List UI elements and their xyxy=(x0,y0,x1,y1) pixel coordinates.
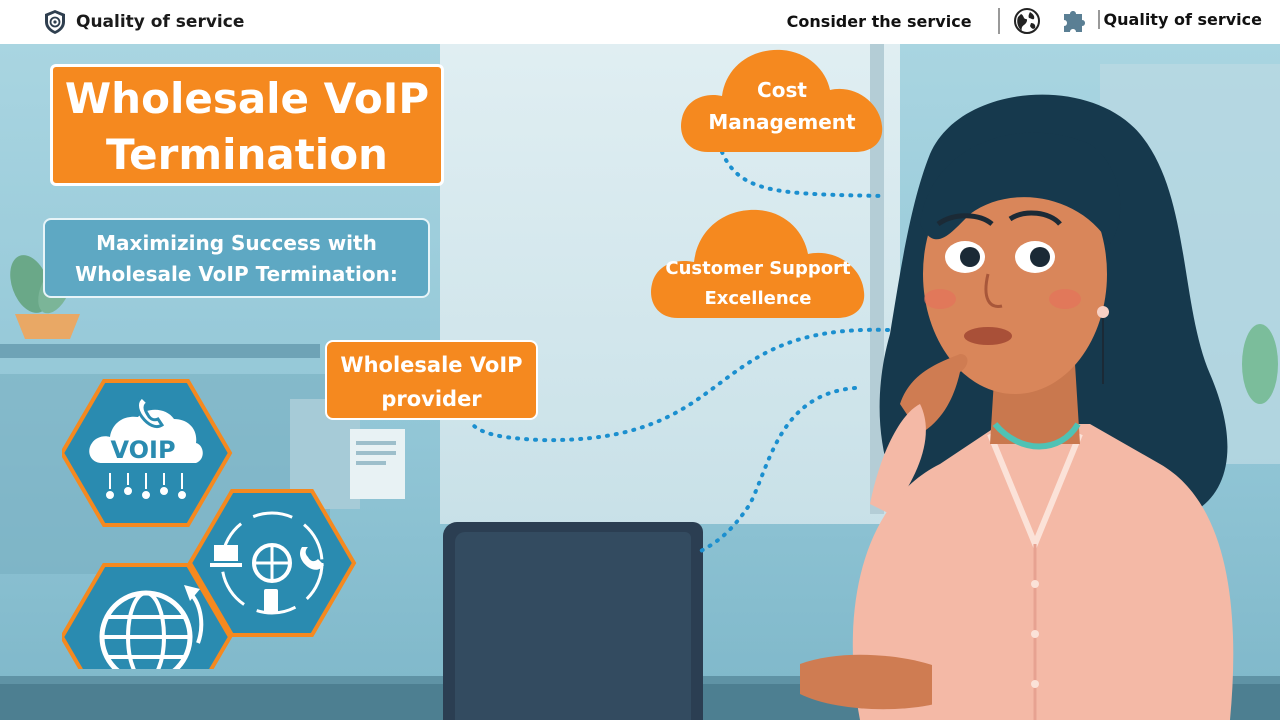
network-icon xyxy=(187,489,357,637)
shield-logo-icon xyxy=(45,10,65,34)
consider-service-link[interactable]: Consider the service xyxy=(786,11,972,31)
shelf xyxy=(0,344,320,358)
cloud-text: Cost Management xyxy=(678,74,886,138)
support-line2: Excellence xyxy=(704,288,812,309)
globe-arrow-icon xyxy=(62,563,233,669)
laptop-screen xyxy=(455,532,691,720)
woman-illustration xyxy=(800,94,1234,720)
cost-line2: Management xyxy=(708,110,856,134)
provider-label: Wholesale VoIP provider xyxy=(325,340,538,420)
scene: Cost Management Customer Support Excelle… xyxy=(0,44,1280,720)
title-line2: Termination xyxy=(106,130,388,179)
plant-right-icon xyxy=(1242,324,1278,404)
voip-cloud-icon: VOIP xyxy=(62,379,233,527)
puzzle-icon[interactable] xyxy=(1060,6,1090,36)
provider-line1: Wholesale VoIP xyxy=(340,353,523,377)
support-line1: Customer Support xyxy=(665,258,851,279)
cost-management-cloud: Cost Management xyxy=(678,44,886,154)
cloud-shape-icon xyxy=(651,209,865,318)
nav-divider xyxy=(997,8,1000,34)
voip-label: VOIP xyxy=(110,436,175,464)
globe-icon[interactable] xyxy=(1012,6,1042,36)
dotted-connectors xyxy=(468,150,890,556)
right-nav: Consider the service Quality of service xyxy=(787,6,1262,36)
brand-left-label: Quality of service xyxy=(76,12,245,32)
top-bar: Quality of service Consider the service … xyxy=(0,0,1280,44)
hex-icon-cluster: VOIP xyxy=(62,379,357,669)
subtitle-box: Maximizing Success with Wholesale VoIP T… xyxy=(43,218,430,298)
subtitle-line1: Maximizing Success with xyxy=(96,231,377,255)
cloud-shape-icon xyxy=(681,49,883,152)
brand-right-label[interactable]: Quality of service xyxy=(1097,9,1262,29)
cloud-text: Customer Support Excellence xyxy=(648,254,868,314)
customer-support-cloud: Customer Support Excellence xyxy=(648,204,868,320)
cost-line1: Cost xyxy=(757,78,807,102)
provider-line2: provider xyxy=(381,387,482,411)
subtitle-line2: Wholesale VoIP Termination: xyxy=(75,262,398,286)
brand-left[interactable]: Quality of service xyxy=(42,9,244,35)
page-title: Wholesale VoIP Termination xyxy=(50,64,444,186)
title-line1: Wholesale VoIP xyxy=(64,74,430,123)
